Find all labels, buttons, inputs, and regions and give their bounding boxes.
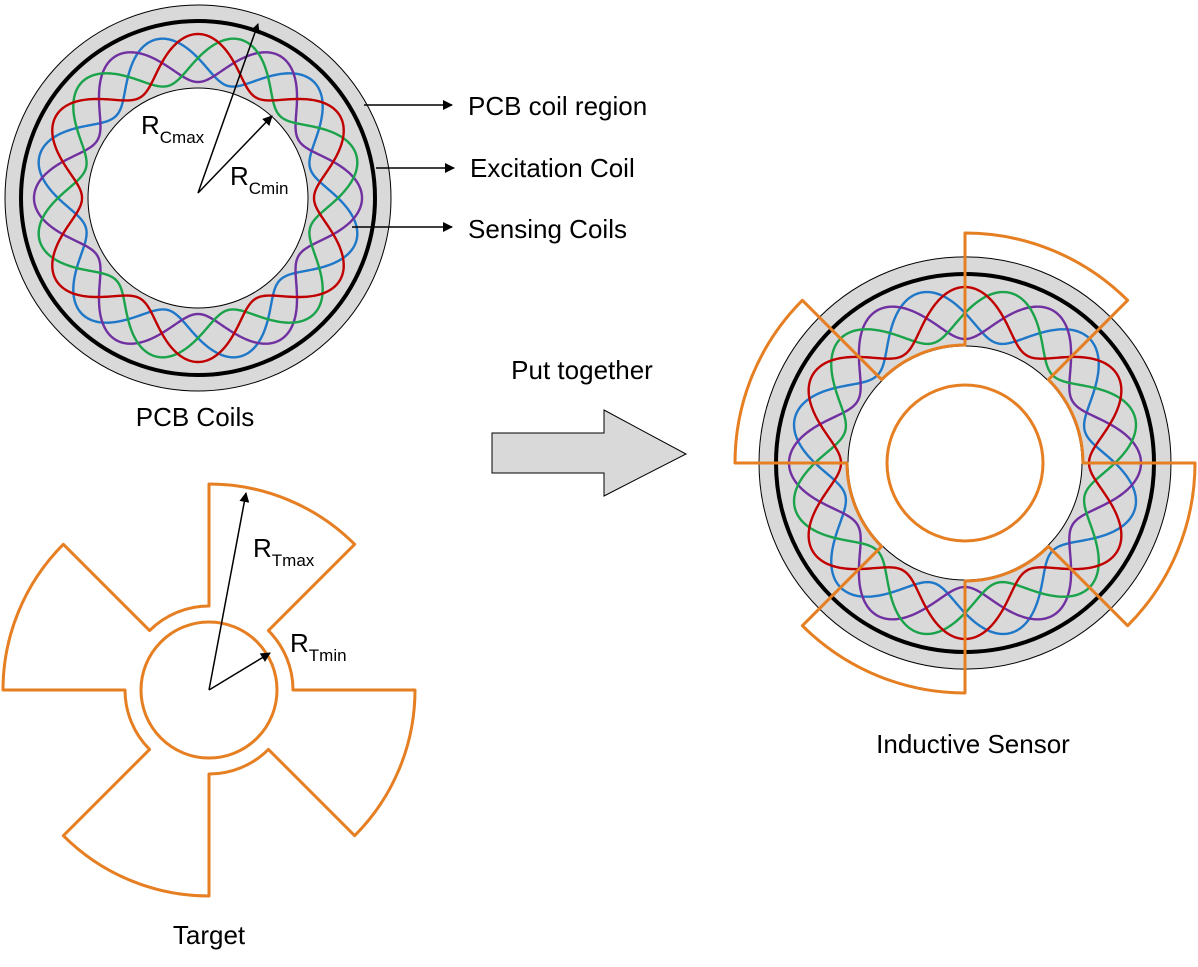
pcb-coil-region bbox=[4, 4, 392, 392]
sensing-coils-label: Sensing Coils bbox=[468, 214, 627, 244]
excitation-coil-label: Excitation Coil bbox=[470, 153, 635, 183]
pcb-coils-assembly bbox=[4, 4, 392, 392]
target-caption: Target bbox=[173, 920, 246, 950]
put-together-label: Put together bbox=[511, 355, 653, 385]
target-hub bbox=[139, 620, 279, 760]
rcmin-label: RCmin bbox=[230, 161, 288, 198]
rtmax-label: RTmax bbox=[253, 533, 315, 570]
pcb-coil-region-label: PCB coil region bbox=[468, 91, 647, 121]
excitation-coil bbox=[19, 19, 377, 377]
put-together-arrow bbox=[491, 409, 688, 497]
inductive-sensor-caption: Inductive Sensor bbox=[876, 729, 1070, 759]
rtmax-arrow bbox=[208, 492, 250, 691]
sensor-target-blades bbox=[733, 231, 1197, 695]
sensing-coil-green bbox=[37, 37, 359, 359]
inductive-sensor-assembly bbox=[733, 231, 1197, 695]
sensing-coil-purple bbox=[32, 51, 364, 345]
sensing-coils bbox=[32, 32, 364, 364]
rcmax-label: RCmax bbox=[141, 110, 205, 147]
target-blades bbox=[1, 482, 417, 898]
rcmin-arrow bbox=[197, 115, 273, 194]
rcmax-arrow bbox=[197, 23, 260, 194]
rtmin-arrow bbox=[208, 652, 271, 691]
sensor-target-hub bbox=[885, 383, 1045, 543]
pcb-coils-caption: PCB Coils bbox=[136, 402, 254, 432]
sensing-coil-red bbox=[51, 32, 345, 364]
rtmin-label: RTmin bbox=[290, 628, 347, 665]
